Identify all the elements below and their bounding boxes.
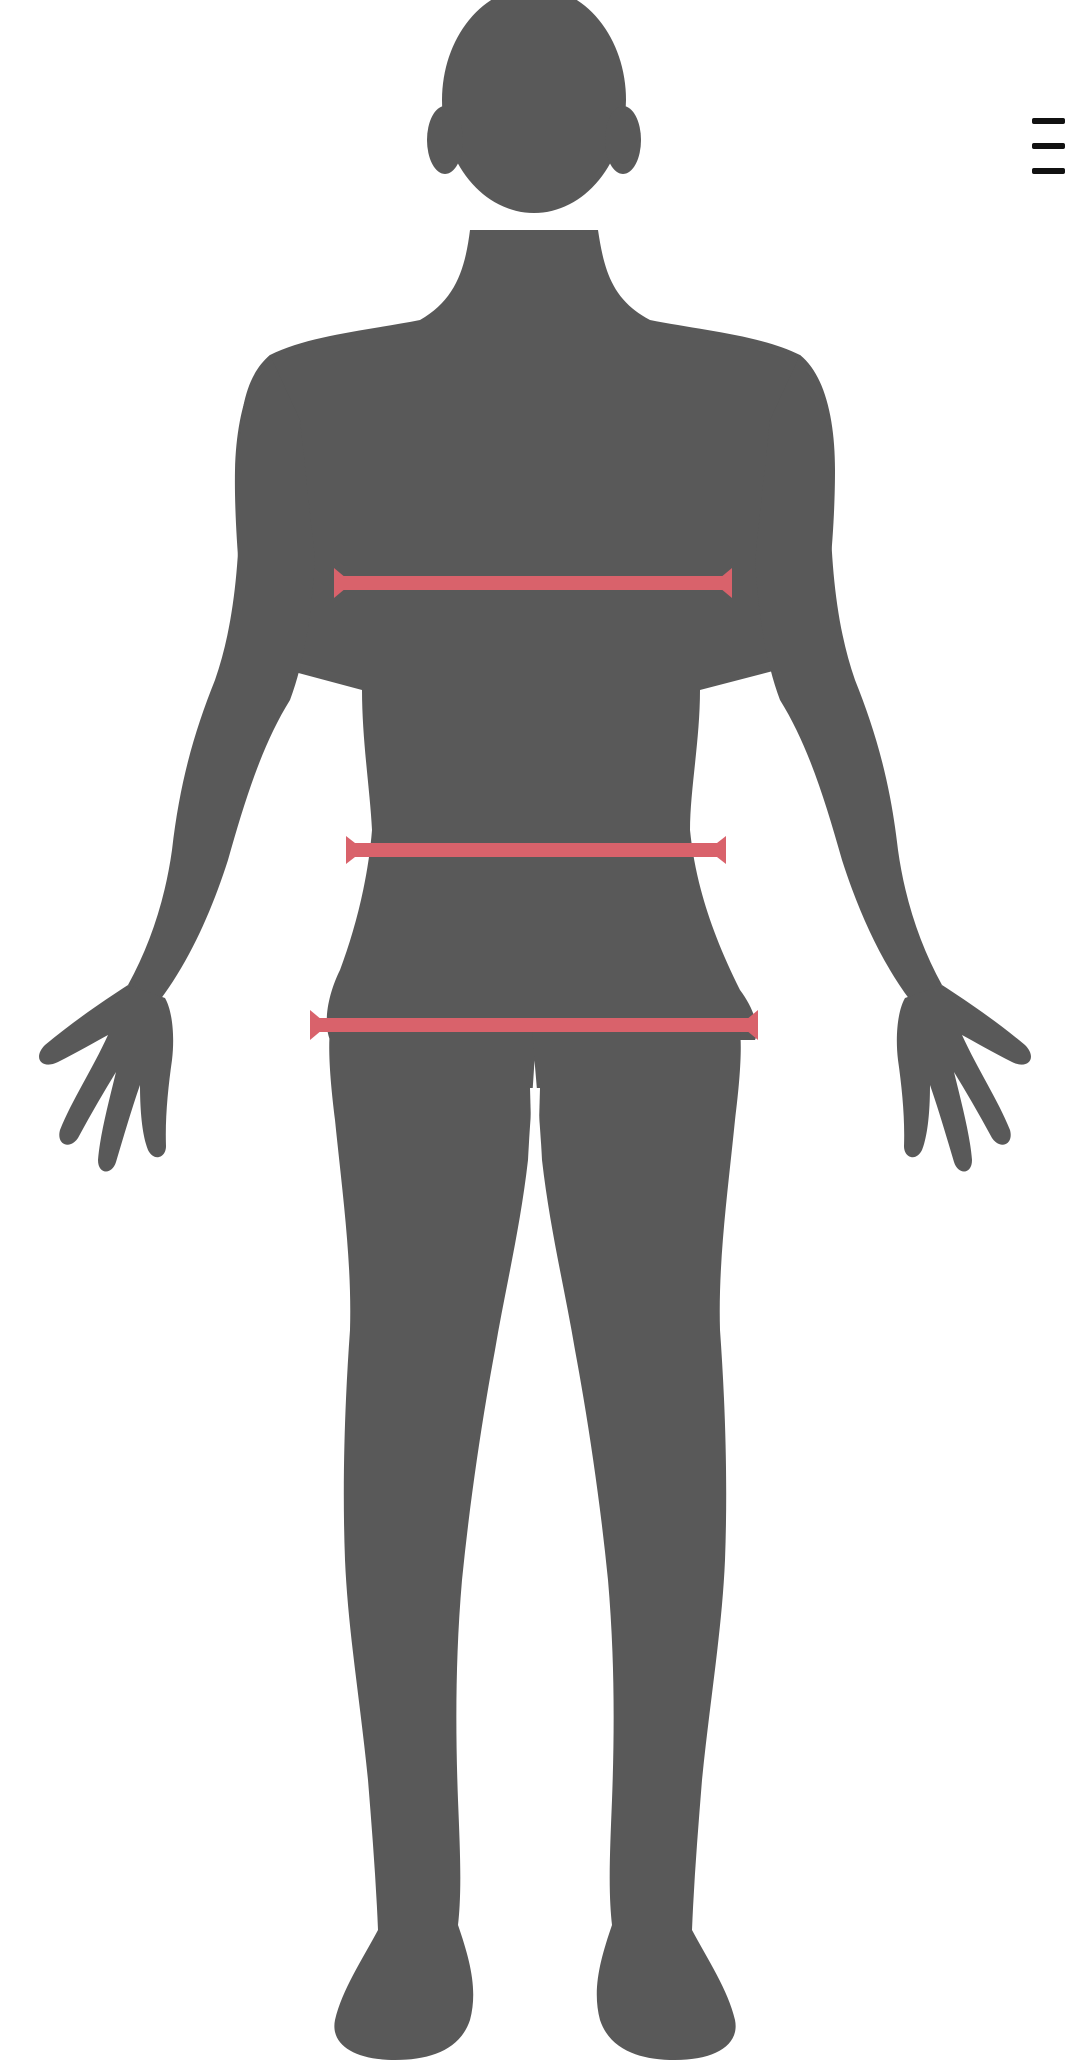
torso <box>235 230 835 1040</box>
crotch-gap <box>530 1088 540 1160</box>
left-ear <box>427 106 463 174</box>
left-leg <box>329 1030 536 2060</box>
hamburger-menu-icon[interactable] <box>1032 116 1065 178</box>
menu-bar-middle <box>1032 143 1065 149</box>
menu-bar-top <box>1032 118 1065 124</box>
head <box>442 0 626 213</box>
menu-bar-bottom <box>1032 168 1065 174</box>
right-hand <box>897 985 1031 1172</box>
right-ear <box>605 106 641 174</box>
right-arm <box>755 355 942 1000</box>
left-arm <box>128 355 315 1000</box>
right-leg <box>532 1030 741 2060</box>
left-hand <box>39 985 173 1172</box>
